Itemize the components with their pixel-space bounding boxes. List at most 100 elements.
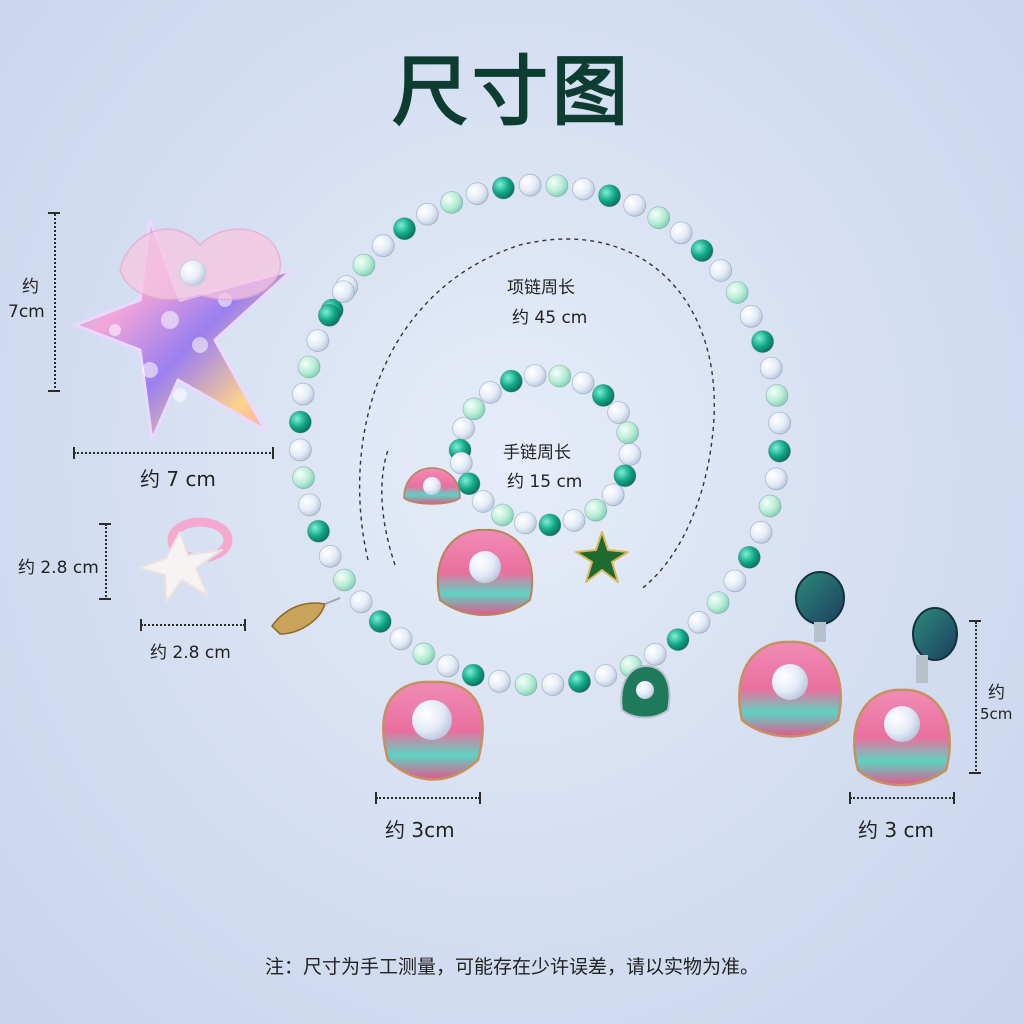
necklace-bead	[765, 383, 789, 407]
necklace-bead	[291, 382, 315, 406]
necklace-bead	[709, 259, 733, 282]
necklace-bead	[768, 411, 792, 435]
necklace-bead	[687, 610, 711, 634]
necklace-bead	[758, 494, 782, 518]
necklace-bead	[647, 206, 671, 230]
necklace-bead	[352, 253, 376, 277]
earring-height-prefix: 约	[988, 683, 1005, 703]
necklace-bead	[415, 202, 439, 226]
bracelet-bead	[538, 513, 562, 537]
necklace-bead	[739, 304, 763, 328]
green-shell-charm-icon	[620, 664, 671, 719]
bracelet-bead	[449, 451, 473, 475]
earring-left-icon	[738, 571, 845, 738]
bracelet-bead	[618, 442, 642, 466]
bracelet-bead	[499, 369, 523, 393]
bracelet-bead	[601, 483, 625, 507]
bracelet-circumference-value: 约 15 cm	[507, 472, 583, 492]
necklace-bead	[318, 544, 342, 568]
necklace-bead	[623, 193, 647, 217]
necklace-bead	[568, 670, 591, 693]
necklace-bead	[725, 281, 749, 304]
bracelet-bead	[613, 464, 637, 488]
bracelet-bead	[548, 364, 572, 388]
necklace-bead	[514, 673, 538, 696]
bracelet-bead	[591, 383, 615, 407]
necklace-bead	[545, 174, 569, 198]
bracelet-bead	[584, 498, 608, 522]
bracelet-bead	[607, 401, 630, 424]
necklace-bead	[288, 410, 312, 434]
bracelet-bead	[462, 397, 486, 421]
shell-width-line	[376, 797, 480, 799]
necklace-bead	[572, 177, 595, 201]
ring-height-label: 约 2.8 cm	[18, 558, 99, 578]
measurement-note: 注：尺寸为手工测量，可能存在少许误差，请以实物为准。	[264, 956, 759, 978]
earring-height-line	[975, 622, 977, 774]
necklace-bead	[306, 329, 330, 353]
necklace-bead	[393, 217, 416, 241]
starfish-height-cap-top	[48, 212, 60, 214]
necklace-bead	[598, 184, 621, 208]
ring-width-cap-left	[140, 619, 142, 631]
bracelet-bead	[471, 490, 495, 513]
necklace-bead	[518, 173, 542, 197]
necklace-bead	[759, 356, 783, 380]
necklace-shell-pendant-icon	[382, 680, 484, 781]
starfish-width-label: 约 7 cm	[140, 467, 216, 491]
necklace-bead	[487, 670, 511, 693]
earring-width-label: 约 3 cm	[858, 818, 934, 842]
necklace-circumference-value: 约 45 cm	[512, 308, 588, 328]
necklace-bead	[643, 642, 667, 666]
necklace-circumference-title: 项链周长	[507, 278, 575, 298]
starfish-hair-clip-icon	[73, 218, 294, 442]
necklace-bead	[349, 590, 373, 614]
necklace-bead	[723, 569, 747, 593]
earring-height-value: 5cm	[980, 705, 1013, 723]
bracelet-bead	[571, 371, 595, 395]
necklace-bead	[669, 221, 693, 245]
bracelet-bead	[616, 421, 640, 445]
starfish-width-cap-left	[73, 447, 75, 459]
necklace-bead	[371, 234, 395, 258]
bracelet-bead	[514, 511, 537, 535]
shell-width-cap-right	[479, 792, 481, 804]
necklace-bead	[465, 182, 489, 206]
bracelet-circumference-title: 手链周长	[503, 443, 571, 463]
necklace-bead	[440, 191, 464, 214]
necklace-bead	[436, 654, 460, 678]
necklace-beads	[288, 173, 792, 696]
necklace-bead	[461, 663, 485, 687]
necklace-bead	[389, 627, 413, 651]
bracelet-bead	[478, 381, 502, 404]
necklace-bead	[491, 176, 515, 200]
bracelet-shell-pendant-icon	[436, 528, 534, 616]
ring-height-cap-bottom	[99, 598, 111, 600]
earring-width-cap-right	[953, 792, 955, 804]
necklace-bead	[292, 466, 315, 490]
earring-width-cap-left	[849, 792, 851, 804]
necklace-bead	[666, 628, 690, 651]
necklace-bead	[764, 467, 788, 491]
necklace-bead	[737, 545, 761, 569]
starfish-width-cap-right	[272, 447, 274, 459]
green-starfish-charm-icon	[575, 531, 629, 583]
shell-width-label: 约 3cm	[385, 818, 455, 842]
necklace-bead	[751, 330, 774, 354]
necklace-bead	[298, 493, 322, 517]
earring-right-icon	[853, 607, 958, 787]
page-title: 尺寸图	[392, 47, 632, 136]
starfish-ring-icon	[139, 517, 233, 603]
ring-width-label: 约 2.8 cm	[150, 643, 231, 663]
ring-width-cap-right	[244, 619, 246, 631]
bracelet-beads	[448, 364, 642, 537]
necklace-bead	[331, 280, 355, 304]
necklace-bead	[288, 438, 312, 462]
ring-width-line	[141, 624, 245, 626]
necklace-bead	[333, 568, 356, 592]
starfish-height-value: 7cm	[8, 302, 45, 322]
starfish-height-line	[54, 214, 56, 392]
bracelet-bead	[457, 472, 481, 496]
necklace-bead	[317, 303, 341, 327]
